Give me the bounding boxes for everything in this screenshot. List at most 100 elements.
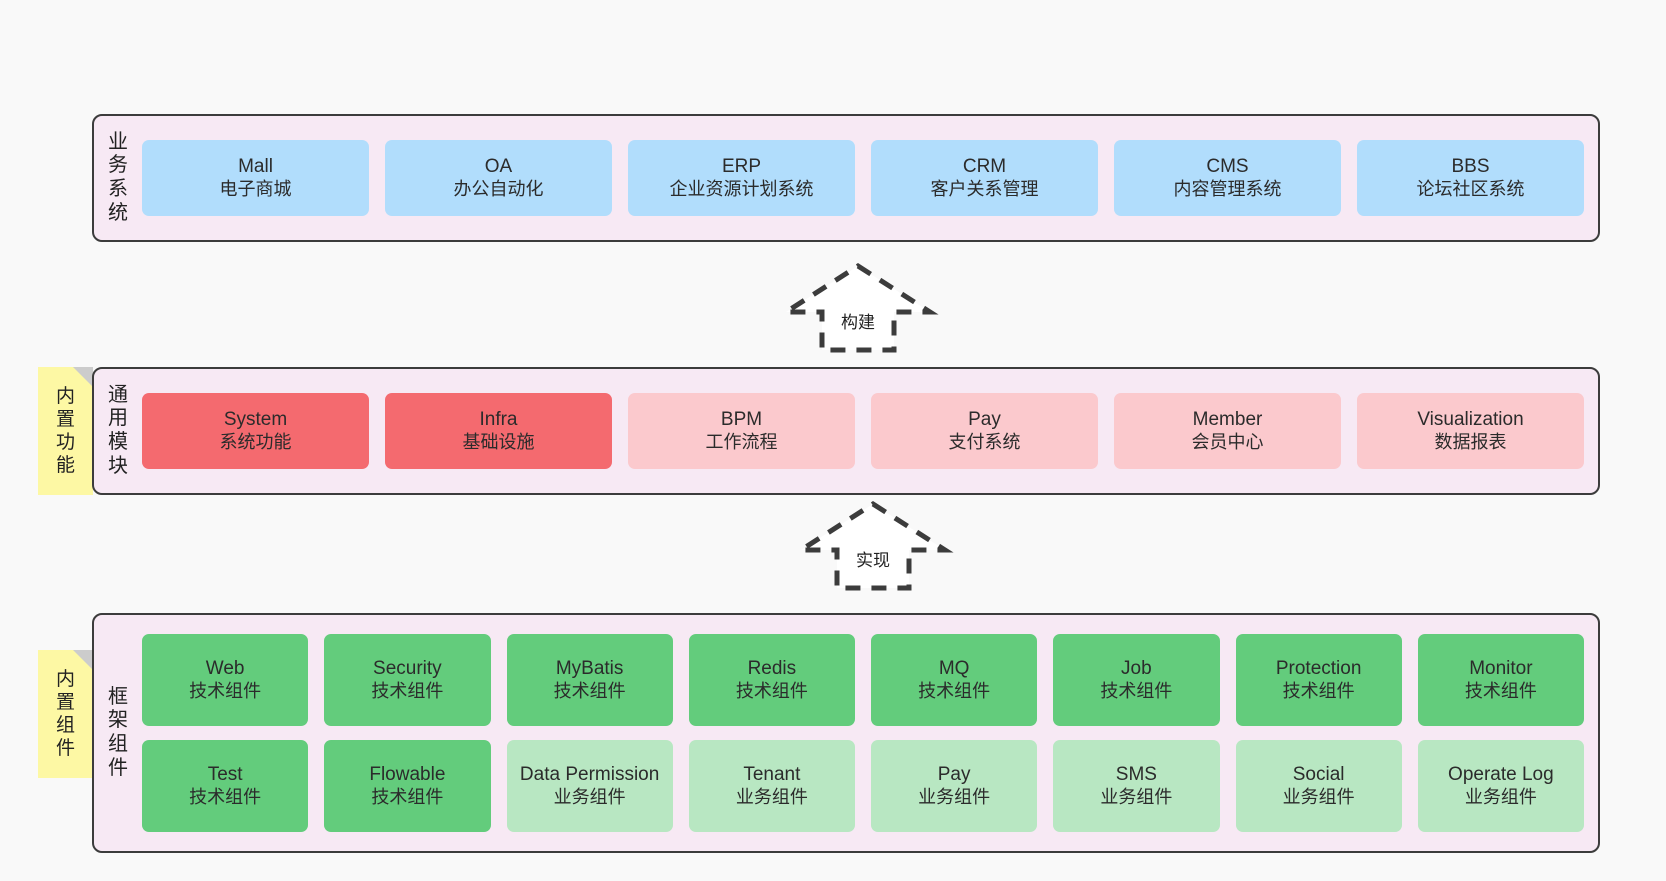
note-char: 件 bbox=[55, 738, 75, 760]
card-subtitle: 技术组件 bbox=[1464, 680, 1537, 701]
card-subtitle: 企业资源计划系统 bbox=[669, 178, 814, 199]
card-title: BPM bbox=[720, 409, 763, 431]
card-title: Pay bbox=[937, 764, 971, 786]
note-fold-corner-icon bbox=[73, 650, 93, 670]
card-bpm[interactable]: BPM 工作流程 bbox=[628, 393, 855, 469]
card-title: Protection bbox=[1275, 658, 1362, 680]
card-monitor[interactable]: Monitor 技术组件 bbox=[1417, 634, 1584, 726]
card-system[interactable]: System 系统功能 bbox=[142, 393, 369, 469]
card-subtitle: 支付系统 bbox=[948, 431, 1021, 452]
layer-framework-component: 框 架 组 件 Web 技术组件 Security 技术组件 MyBatis 技… bbox=[92, 613, 1600, 853]
card-subtitle: 基础设施 bbox=[462, 431, 535, 452]
card-title: Member bbox=[1192, 409, 1263, 431]
card-data-permission[interactable]: Data Permission 业务组件 bbox=[506, 740, 673, 832]
card-operate-log[interactable]: Operate Log 业务组件 bbox=[1417, 740, 1584, 832]
layer-common-module: 通 用 模 块 System 系统功能 Infra 基础设施 BPM 工作流程 bbox=[92, 367, 1600, 495]
card-title: Infra bbox=[479, 409, 518, 431]
note-char: 置 bbox=[55, 691, 75, 713]
layer-title-char: 框 bbox=[108, 685, 128, 708]
card-subtitle: 工作流程 bbox=[705, 431, 778, 452]
card-subtitle: 会员中心 bbox=[1191, 431, 1264, 452]
card-infra[interactable]: Infra 基础设施 bbox=[385, 393, 612, 469]
card-title: MyBatis bbox=[555, 658, 624, 680]
card-crm[interactable]: CRM 客户关系管理 bbox=[871, 140, 1098, 216]
card-subtitle: 技术组件 bbox=[553, 680, 626, 701]
layer-framework-component-title: 框 架 组 件 bbox=[94, 615, 142, 851]
card-title: CRM bbox=[962, 156, 1007, 178]
card-mq[interactable]: MQ 技术组件 bbox=[871, 634, 1038, 726]
card-security[interactable]: Security 技术组件 bbox=[324, 634, 491, 726]
card-sms[interactable]: SMS 业务组件 bbox=[1053, 740, 1220, 832]
layer-title-char: 组 bbox=[108, 733, 128, 755]
card-title: ERP bbox=[721, 156, 762, 178]
layer-common-module-body: System 系统功能 Infra 基础设施 BPM 工作流程 Pay 支付系统… bbox=[142, 369, 1598, 493]
note-char: 置 bbox=[55, 408, 75, 430]
layer-title-char: 通 bbox=[108, 383, 128, 406]
card-visualization[interactable]: Visualization 数据报表 bbox=[1357, 393, 1584, 469]
card-subtitle: 业务组件 bbox=[918, 786, 991, 807]
note-char: 内 bbox=[55, 385, 75, 407]
connector-implement-arrow: 实现 bbox=[792, 500, 954, 592]
note-char: 内 bbox=[55, 668, 75, 690]
layer-business-system-title: 业 务 系 统 bbox=[94, 116, 142, 240]
layer-framework-component-body: Web 技术组件 Security 技术组件 MyBatis 技术组件 Redi… bbox=[142, 615, 1598, 851]
card-social[interactable]: Social 业务组件 bbox=[1235, 740, 1402, 832]
card-job[interactable]: Job 技术组件 bbox=[1053, 634, 1220, 726]
card-subtitle: 系统功能 bbox=[219, 431, 292, 452]
card-subtitle: 业务组件 bbox=[735, 786, 808, 807]
card-test[interactable]: Test 技术组件 bbox=[142, 740, 309, 832]
note-char: 能 bbox=[55, 455, 75, 477]
card-title: Job bbox=[1121, 658, 1152, 680]
card-subtitle: 论坛社区系统 bbox=[1416, 178, 1525, 199]
card-title: System bbox=[223, 409, 288, 431]
note-builtin-component: 内 置 组 件 bbox=[38, 650, 93, 778]
layer-title-char: 块 bbox=[108, 454, 128, 477]
card-row: Test 技术组件 Flowable 技术组件 Data Permission … bbox=[142, 740, 1584, 832]
card-subtitle: 业务组件 bbox=[1464, 786, 1537, 807]
note-char: 功 bbox=[55, 432, 75, 453]
card-subtitle: 技术组件 bbox=[189, 680, 262, 701]
card-mybatis[interactable]: MyBatis 技术组件 bbox=[506, 634, 673, 726]
card-bbs[interactable]: BBS 论坛社区系统 bbox=[1357, 140, 1584, 216]
card-mall[interactable]: Mall 电子商城 bbox=[142, 140, 369, 216]
layer-title-char: 系 bbox=[108, 178, 128, 200]
card-title: Operate Log bbox=[1448, 764, 1554, 786]
card-cms[interactable]: CMS 内容管理系统 bbox=[1114, 140, 1341, 216]
note-builtin-function: 内 置 功 能 bbox=[38, 367, 93, 495]
card-subtitle: 电子商城 bbox=[219, 178, 292, 199]
layer-business-system: 业 务 系 统 Mall 电子商城 OA 办公自动化 ERP 企业资源计划系统 bbox=[92, 114, 1600, 242]
card-erp[interactable]: ERP 企业资源计划系统 bbox=[628, 140, 855, 216]
card-subtitle: 业务组件 bbox=[1100, 786, 1173, 807]
card-title: Mall bbox=[238, 156, 273, 178]
card-title: Tenant bbox=[743, 764, 801, 786]
card-subtitle: 业务组件 bbox=[553, 786, 626, 807]
card-subtitle: 数据报表 bbox=[1434, 431, 1507, 452]
card-subtitle: 内容管理系统 bbox=[1173, 178, 1282, 199]
card-tenant[interactable]: Tenant 业务组件 bbox=[688, 740, 855, 832]
card-redis[interactable]: Redis 技术组件 bbox=[688, 634, 855, 726]
layer-title-char: 模 bbox=[108, 431, 128, 453]
card-title: Web bbox=[205, 658, 245, 680]
card-row: Web 技术组件 Security 技术组件 MyBatis 技术组件 Redi… bbox=[142, 634, 1584, 726]
card-subtitle: 技术组件 bbox=[1100, 680, 1173, 701]
card-web[interactable]: Web 技术组件 bbox=[142, 634, 309, 726]
card-subtitle: 技术组件 bbox=[918, 680, 991, 701]
card-subtitle: 客户关系管理 bbox=[930, 178, 1039, 199]
card-pay-business[interactable]: Pay 业务组件 bbox=[871, 740, 1038, 832]
card-pay[interactable]: Pay 支付系统 bbox=[871, 393, 1098, 469]
card-title: SMS bbox=[1115, 764, 1157, 786]
card-title: CMS bbox=[1206, 156, 1249, 178]
card-title: Redis bbox=[747, 658, 797, 680]
layer-title-char: 件 bbox=[108, 756, 128, 779]
card-oa[interactable]: OA 办公自动化 bbox=[385, 140, 612, 216]
card-subtitle: 业务组件 bbox=[1282, 786, 1355, 807]
card-subtitle: 办公自动化 bbox=[453, 178, 544, 199]
card-flowable[interactable]: Flowable 技术组件 bbox=[324, 740, 491, 832]
card-title: Visualization bbox=[1417, 409, 1524, 431]
card-subtitle: 技术组件 bbox=[371, 786, 444, 807]
card-member[interactable]: Member 会员中心 bbox=[1114, 393, 1341, 469]
card-subtitle: 技术组件 bbox=[189, 786, 262, 807]
card-protection[interactable]: Protection 技术组件 bbox=[1235, 634, 1402, 726]
card-title: Data Permission bbox=[519, 764, 660, 786]
